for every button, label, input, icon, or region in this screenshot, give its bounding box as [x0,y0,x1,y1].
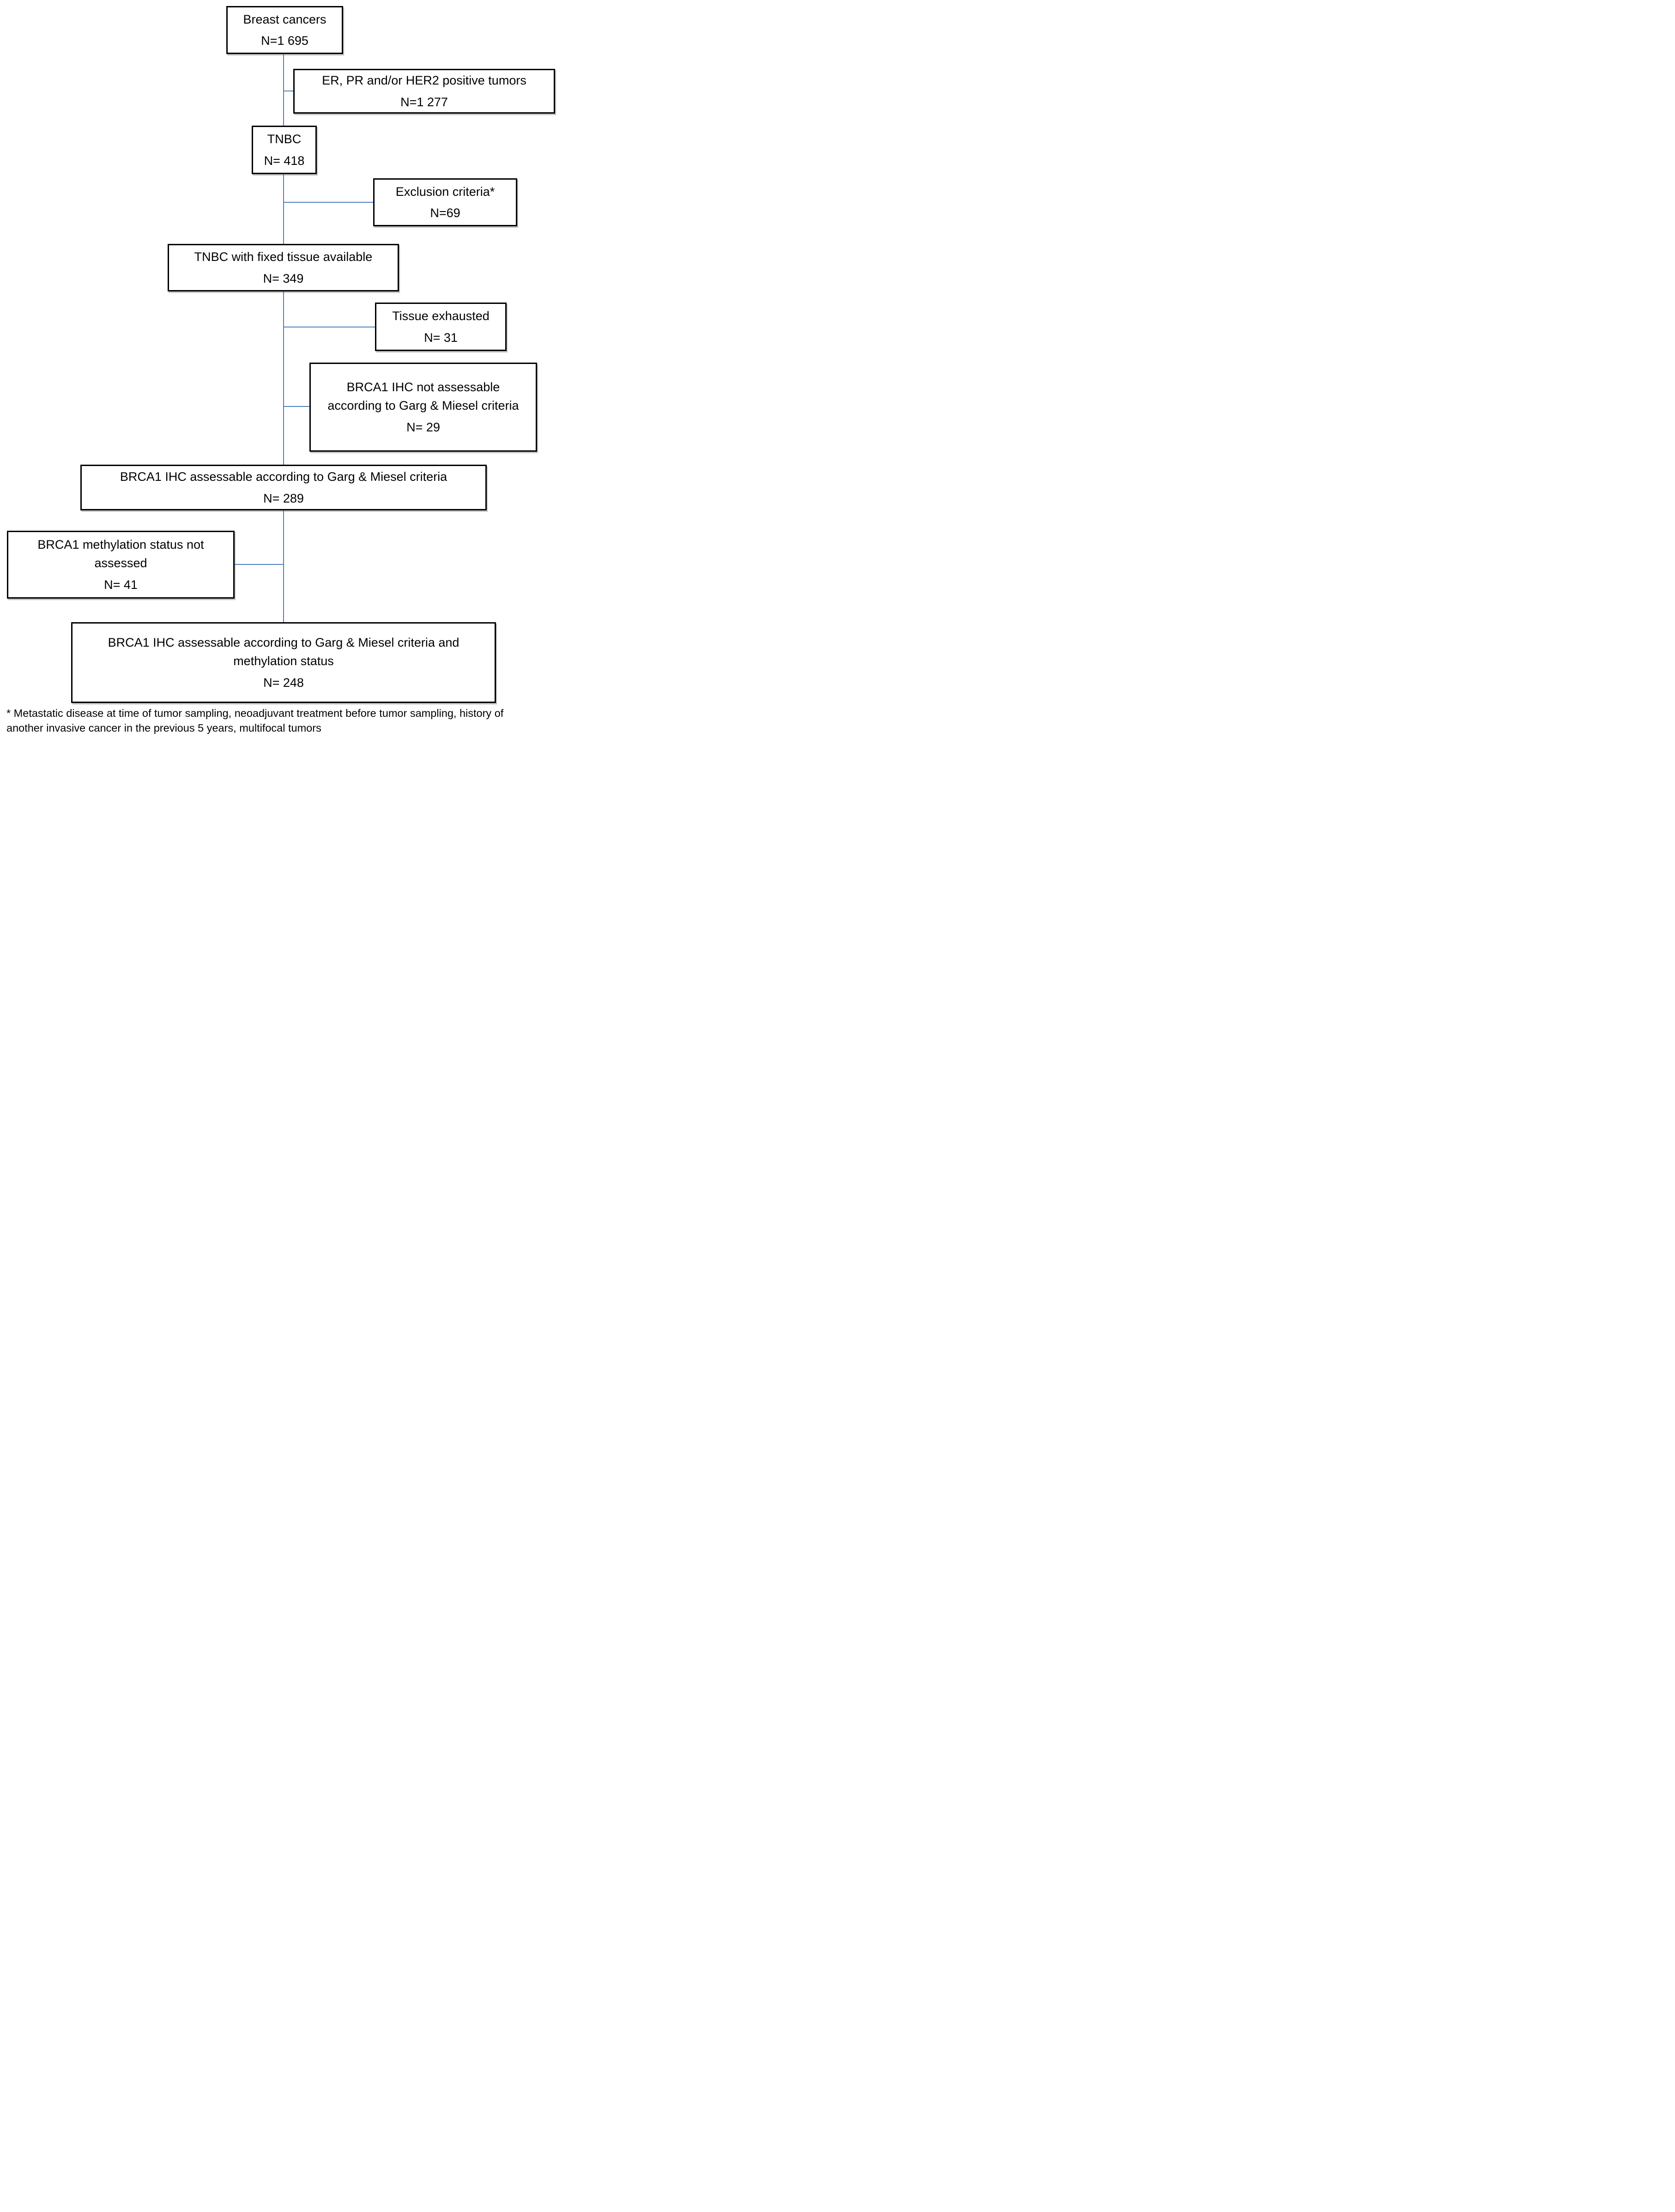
node-tnbc: TNBC N= 418 [252,126,317,174]
node-er-pr-her2-positive: ER, PR and/or HER2 positive tumors N=1 2… [293,69,555,114]
node-count: N= 349 [263,271,304,285]
node-label: Tissue exhausted [392,309,490,323]
node-count: N= 41 [104,577,138,592]
node-count: N=1 277 [400,95,448,109]
node-brca1-ihc-assessable-methylation: BRCA1 IHC assessable according to Garg &… [71,622,496,703]
node-count: N= 289 [263,491,304,505]
flow-diagram: Breast cancers N=1 695 ER, PR and/or HER… [0,0,558,737]
node-count: N= 418 [264,153,305,168]
node-label: BRCA1 methylation status not assessed [37,537,204,570]
node-label: TNBC [267,132,302,146]
node-label: BRCA1 IHC assessable according to Garg &… [120,470,447,484]
connector-branch-methylation-not-assessed [235,564,284,565]
node-count: N=69 [430,206,460,220]
node-count: N=1 695 [261,34,308,48]
node-count: N= 31 [424,330,458,345]
node-exclusion-criteria: Exclusion criteria* N=69 [373,178,517,226]
node-brca1-methylation-not-assessed: BRCA1 methylation status not assessed N=… [7,531,235,599]
node-label: TNBC with fixed tissue available [194,250,373,264]
node-brca1-ihc-not-assessable: BRCA1 IHC not assessable according to Ga… [309,363,537,452]
connector-branch-ihc-not-assessable [284,406,309,407]
node-count: N= 248 [263,675,304,690]
node-label: BRCA1 IHC assessable according to Garg &… [108,635,460,668]
node-count: N= 29 [406,420,440,434]
node-tissue-exhausted: Tissue exhausted N= 31 [375,303,507,351]
node-label: Breast cancers [243,12,327,26]
node-brca1-ihc-assessable: BRCA1 IHC assessable according to Garg &… [80,465,487,510]
node-label: Exclusion criteria* [395,184,495,199]
node-tnbc-fixed-tissue: TNBC with fixed tissue available N= 349 [168,244,399,291]
node-breast-cancers: Breast cancers N=1 695 [226,6,343,54]
node-label: BRCA1 IHC not assessable according to Ga… [327,380,519,413]
connector-trunk [283,54,284,622]
footnote: * Metastatic disease at time of tumor sa… [6,707,504,734]
connector-branch-exclusion [284,202,373,203]
node-label: ER, PR and/or HER2 positive tumors [322,73,526,87]
